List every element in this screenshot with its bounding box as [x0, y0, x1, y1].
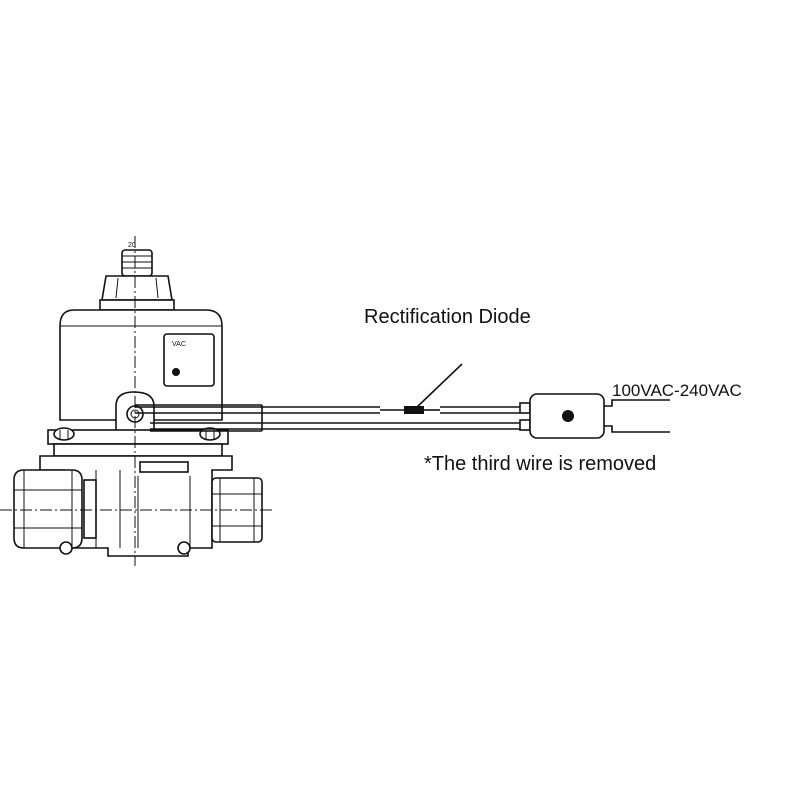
cable-wires — [135, 404, 520, 432]
bonnet-flange — [47, 427, 229, 457]
plug-connector-icon — [519, 393, 605, 439]
coil-body — [59, 309, 223, 421]
solenoid-valve-icon: 20 VAC — [0, 236, 272, 566]
voltage-label: 100VAC-240VAC — [612, 381, 742, 400]
inlet-port — [13, 469, 97, 549]
diode-icon — [380, 406, 440, 414]
power-leads — [604, 399, 670, 433]
coil-marking: VAC — [172, 341, 186, 348]
bottom-bolts — [59, 541, 191, 555]
note-text: *The third wire is removed — [424, 453, 656, 475]
nut-marking: 20 — [128, 242, 136, 249]
top-nut — [99, 249, 175, 311]
diode-label: Rectification Diode — [364, 306, 531, 328]
diode-leader-line — [415, 363, 463, 409]
